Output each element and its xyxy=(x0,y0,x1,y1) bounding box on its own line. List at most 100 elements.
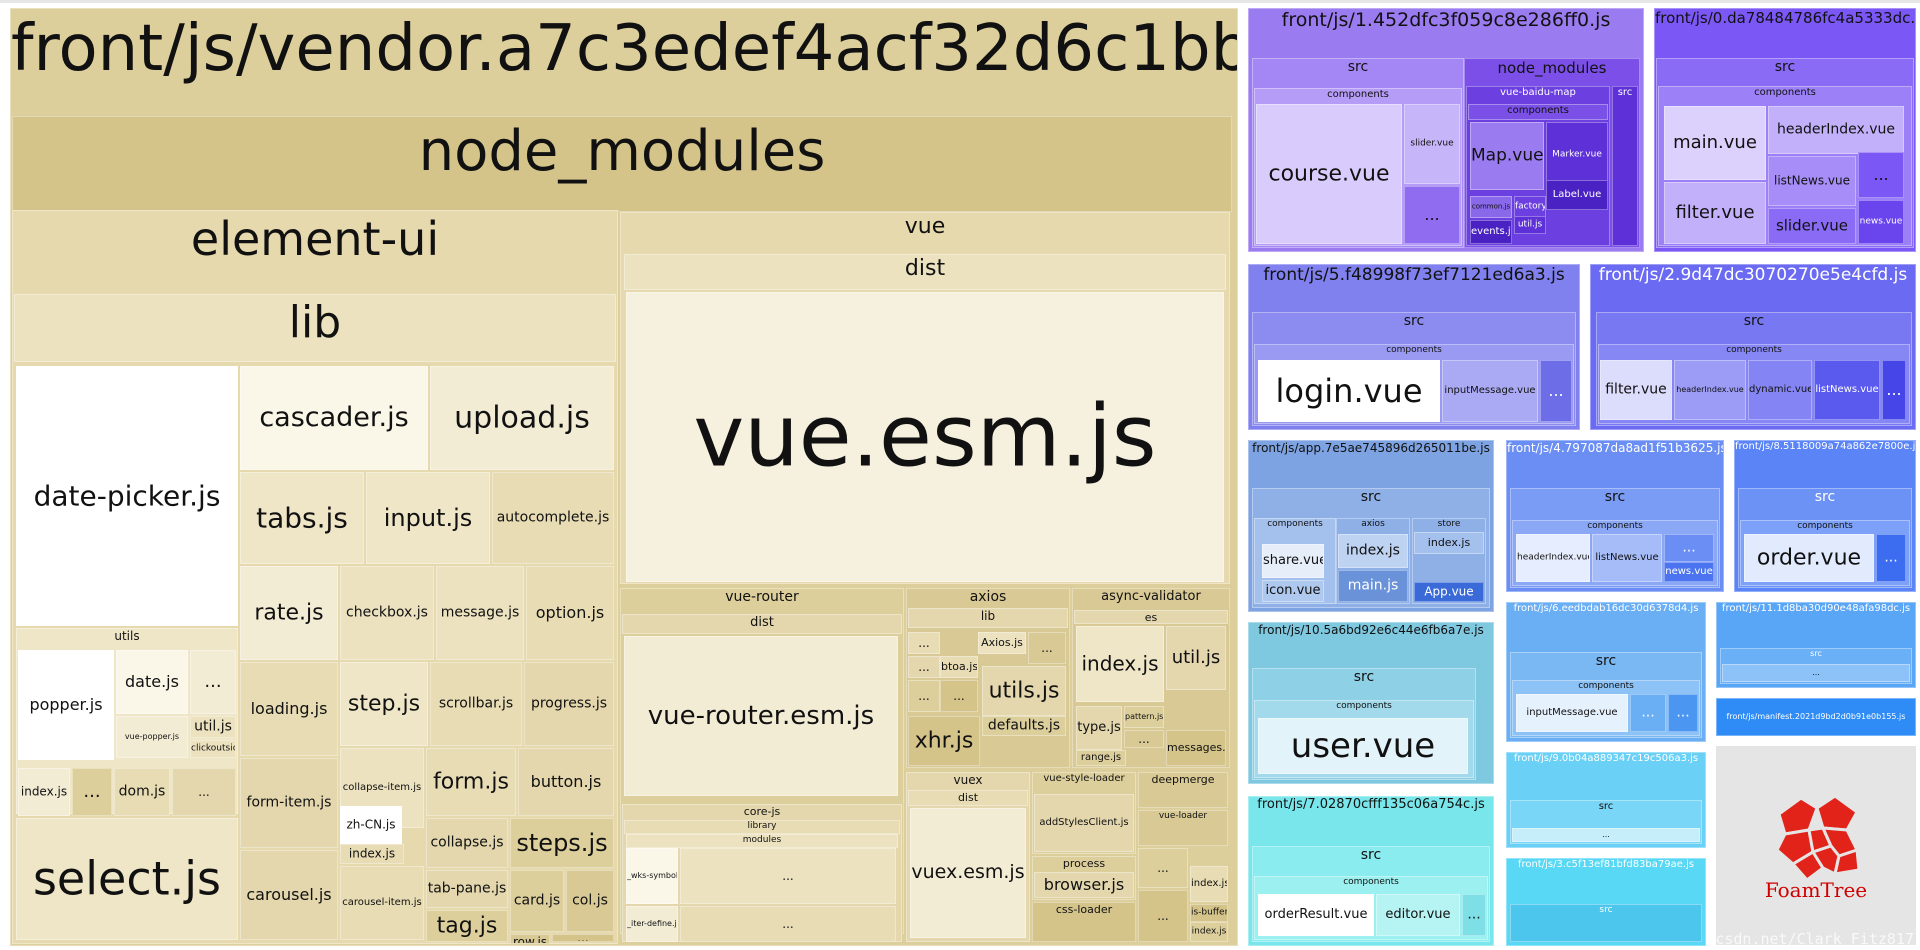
vue-router-dist-folder[interactable]: dist xyxy=(622,614,902,634)
browser-file[interactable]: browser.js xyxy=(1034,872,1134,898)
element-ui-lib-folder[interactable]: lib xyxy=(14,294,616,362)
misc-index-file[interactable]: index.js xyxy=(1190,866,1228,902)
chunk4-list-news-file[interactable]: listNews.vue xyxy=(1592,534,1662,582)
col-file[interactable]: col.js xyxy=(566,870,614,932)
row-file[interactable]: row.js xyxy=(510,934,550,944)
core-js-modules-folder[interactable]: modules xyxy=(626,834,898,848)
marker-vue-file[interactable]: Marker.vue xyxy=(1546,122,1608,188)
utils-js-file[interactable]: utils.js xyxy=(982,666,1066,716)
chunk5-input-message-file[interactable]: inputMessage.vue xyxy=(1442,360,1538,422)
vendor-node-modules[interactable]: node_modules xyxy=(12,116,1232,212)
popper-file[interactable]: popper.js xyxy=(18,650,114,760)
loading-file[interactable]: loading.js xyxy=(240,662,338,756)
course-vue-file[interactable]: course.vue xyxy=(1256,104,1402,244)
messages-file[interactable]: messages.js xyxy=(1166,730,1226,766)
misc-index-file-2[interactable]: index.js xyxy=(1190,922,1228,942)
css-loader-folder[interactable]: css-loader xyxy=(1032,902,1136,942)
chunk4-header-index-file[interactable]: headerIndex.vue xyxy=(1516,534,1590,582)
collapsed-group-8[interactable]: ... xyxy=(1138,848,1188,888)
collapsed-group-0[interactable]: ... xyxy=(908,632,940,654)
chunk4-news-file[interactable]: news.vue xyxy=(1664,562,1714,582)
message-file[interactable]: message.js xyxy=(436,566,524,660)
axios-js-file[interactable]: Axios.js xyxy=(978,632,1026,654)
chunk8-more[interactable]: ... xyxy=(1876,534,1906,582)
collapsed-group-6[interactable]: ... xyxy=(680,906,896,942)
form-file[interactable]: form.js xyxy=(426,748,516,816)
chunk9-more[interactable]: ... xyxy=(1512,828,1700,842)
upload-file[interactable]: upload.js xyxy=(430,366,614,470)
scrollbar-file[interactable]: scrollbar.js xyxy=(430,662,522,746)
app-index-file[interactable]: index.js xyxy=(1338,534,1408,568)
iter-define-file[interactable]: _iter-define.js xyxy=(626,906,678,942)
common-js-file[interactable]: common.js xyxy=(1470,196,1512,218)
btoa-file[interactable]: btoa.js xyxy=(940,656,978,678)
add-styles-client-file[interactable]: addStylesClient.js xyxy=(1034,794,1134,852)
collapse-file[interactable]: collapse.js xyxy=(426,818,508,868)
store-index-file[interactable]: index.js xyxy=(1414,532,1484,554)
progress-file[interactable]: progress.js xyxy=(524,662,614,746)
collapsed-group-9[interactable]: ... xyxy=(1138,890,1188,942)
steps-file[interactable]: steps.js xyxy=(510,818,614,868)
async-validator-es-folder[interactable]: es xyxy=(1074,610,1228,624)
collapsed-group-2[interactable]: ... xyxy=(908,680,940,712)
chunk2-more[interactable]: ... xyxy=(1882,360,1906,420)
chunk0-slider-file[interactable]: slider.vue xyxy=(1768,208,1856,244)
collapsed-group-5[interactable]: ... xyxy=(680,848,896,904)
async-util-file[interactable]: util.js xyxy=(1166,626,1226,690)
manifest-chunk[interactable]: front/js/manifest.2021d9bd2d0b91e0b155.j… xyxy=(1716,698,1916,736)
deepmerge-folder[interactable]: deepmerge xyxy=(1138,772,1228,808)
vuex-esm-file[interactable]: vuex.esm.js xyxy=(910,808,1026,938)
date-picker-file[interactable]: date-picker.js xyxy=(16,366,238,626)
chunk2-header-index-file[interactable]: headerIndex.vue xyxy=(1674,360,1746,420)
chunk1-more[interactable]: ... xyxy=(1404,186,1460,244)
collapsed-group-3[interactable]: ... xyxy=(940,680,978,712)
dom-file[interactable]: dom.js xyxy=(114,768,170,816)
login-vue-file[interactable]: login.vue xyxy=(1258,360,1440,422)
tab-pane-file[interactable]: tab-pane.js xyxy=(426,870,508,908)
pattern-file[interactable]: pattern.js xyxy=(1124,706,1164,728)
form-item-file[interactable]: form-item.js xyxy=(240,758,338,848)
chunk1-util-file[interactable]: util.js xyxy=(1514,216,1546,234)
icon-vue-file[interactable]: icon.vue xyxy=(1262,580,1324,602)
vue-dist-folder[interactable]: dist xyxy=(624,254,1226,290)
vue-popper-file[interactable]: vue-popper.js xyxy=(116,716,188,758)
vuex-dist-folder[interactable]: dist xyxy=(908,790,1028,806)
label-vue-file[interactable]: Label.vue xyxy=(1546,180,1608,210)
button-file[interactable]: button.js xyxy=(518,748,614,816)
chunk0-news-file[interactable]: news.vue xyxy=(1858,200,1904,244)
user-vue-file[interactable]: user.vue xyxy=(1258,718,1468,774)
async-index-file[interactable]: index.js xyxy=(1076,626,1164,702)
range-file[interactable]: range.js xyxy=(1076,750,1126,766)
type-file[interactable]: type.js xyxy=(1076,706,1122,750)
step-file[interactable]: step.js xyxy=(340,662,428,746)
editor-file[interactable]: editor.vue xyxy=(1376,894,1460,936)
defaults-file[interactable]: defaults.js xyxy=(982,716,1066,736)
card-file[interactable]: card.js xyxy=(510,870,564,932)
utils-more[interactable]: ... xyxy=(190,650,236,714)
chunk1-slider-file[interactable]: slider.vue xyxy=(1404,104,1460,184)
app-vue-file[interactable]: App.vue xyxy=(1414,582,1484,602)
chunk7-more[interactable]: ... xyxy=(1462,894,1486,936)
date-file[interactable]: date.js xyxy=(116,650,188,714)
factory-file[interactable]: factory.js xyxy=(1514,196,1546,218)
axios-lib-folder[interactable]: lib xyxy=(908,608,1068,628)
chunk3-src-folder[interactable]: src xyxy=(1510,904,1702,942)
chunk4-more[interactable]: ... xyxy=(1664,534,1714,562)
collapsed-group-1[interactable]: ... xyxy=(908,656,940,678)
bm-components-folder[interactable]: components xyxy=(1468,104,1608,120)
chunk11-more[interactable]: ... xyxy=(1722,664,1910,682)
collapsed-group-10[interactable]: ... xyxy=(172,768,236,816)
xhr-file[interactable]: xhr.js xyxy=(908,716,980,766)
chunk0-more[interactable]: ... xyxy=(1858,152,1904,198)
events-file[interactable]: events.js xyxy=(1470,220,1512,244)
checkbox-file[interactable]: checkbox.js xyxy=(340,566,434,660)
utils-more-2[interactable]: ... xyxy=(72,768,112,816)
collapsed-group-4[interactable]: ... xyxy=(1028,632,1066,664)
utils-index-file[interactable]: index.js xyxy=(18,768,70,816)
index-file[interactable]: index.js xyxy=(340,844,404,864)
order-vue-file[interactable]: order.vue xyxy=(1744,534,1874,582)
order-result-file[interactable]: orderResult.vue xyxy=(1258,894,1374,936)
vue-loader-folder[interactable]: vue-loader xyxy=(1138,810,1228,846)
tabs-file[interactable]: tabs.js xyxy=(240,472,364,564)
chunk0-filter-file[interactable]: filter.vue xyxy=(1664,182,1766,244)
